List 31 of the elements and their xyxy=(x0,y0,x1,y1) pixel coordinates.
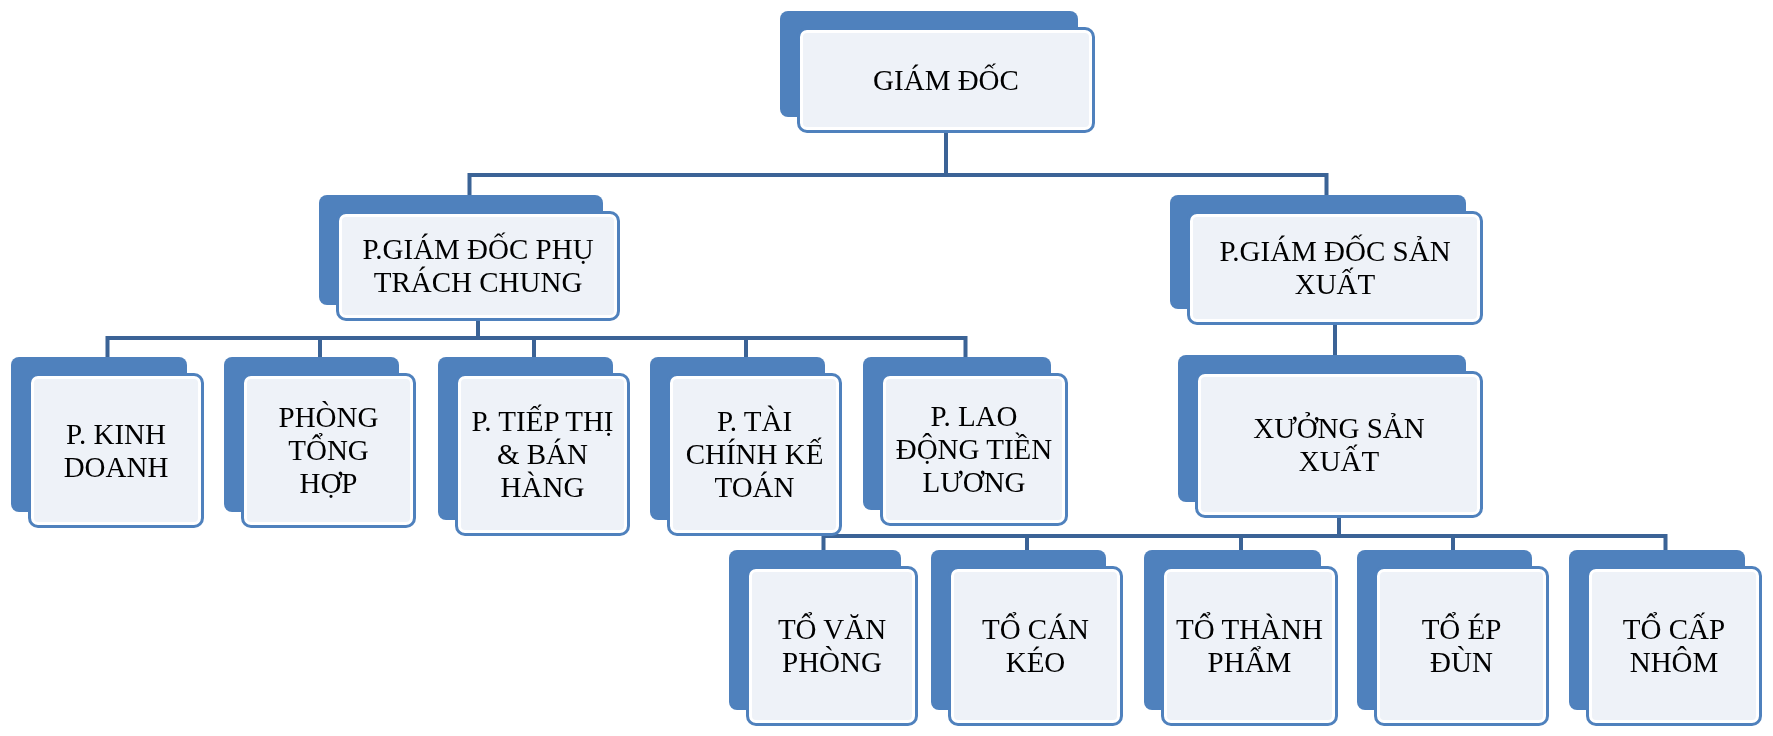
org-unit-box xyxy=(224,357,416,528)
unit-name: XƯỞNG SẢN XUẤT xyxy=(1252,411,1426,478)
unit-name: TỔ CÁN KÉO xyxy=(980,613,1091,679)
org-unit-box xyxy=(1569,550,1762,726)
org-unit-box xyxy=(780,11,1095,133)
unit-name: GIÁM ĐỐC xyxy=(873,63,1019,97)
unit-name: P.GIÁM ĐỐC SẢN XUẤT xyxy=(1218,235,1452,301)
org-unit-box xyxy=(1144,550,1338,726)
org-unit-box xyxy=(319,195,620,321)
org-unit-box xyxy=(1170,195,1483,325)
unit-name: PHÒNG TỔNG HỢP xyxy=(277,401,380,500)
unit-name: P. TÀI CHÍNH KẾ TOÁN xyxy=(684,405,825,504)
org-unit-box xyxy=(931,550,1123,726)
org-unit-box xyxy=(729,550,918,726)
connector-line xyxy=(944,133,1329,195)
unit-name: TỔ CẤP NHÔM xyxy=(1621,613,1727,679)
unit-name: P. TIẾP THỊ & BÁN HÀNG xyxy=(470,405,615,504)
unit-name: P.GIÁM ĐỐC PHỤ TRÁCH CHUNG xyxy=(361,233,595,299)
org-unit-box xyxy=(438,357,630,536)
connector-line xyxy=(476,321,968,357)
org-unit-box xyxy=(863,357,1068,526)
connector-line xyxy=(1333,325,1337,355)
org-unit-box xyxy=(1178,355,1483,518)
unit-name: TỔ VĂN PHÒNG xyxy=(776,613,888,679)
org-unit-box xyxy=(1357,550,1549,726)
org-unit-box xyxy=(650,357,842,536)
org-unit-box xyxy=(11,357,204,528)
unit-name: P. LAO ĐỘNG TIỀN LƯƠNG xyxy=(895,400,1053,499)
unit-name: TỔ THÀNH PHẨM xyxy=(1176,613,1323,679)
unit-name: TỔ ÉP ĐÙN xyxy=(1420,613,1503,679)
unit-name: P. KINH DOANH xyxy=(62,417,170,484)
